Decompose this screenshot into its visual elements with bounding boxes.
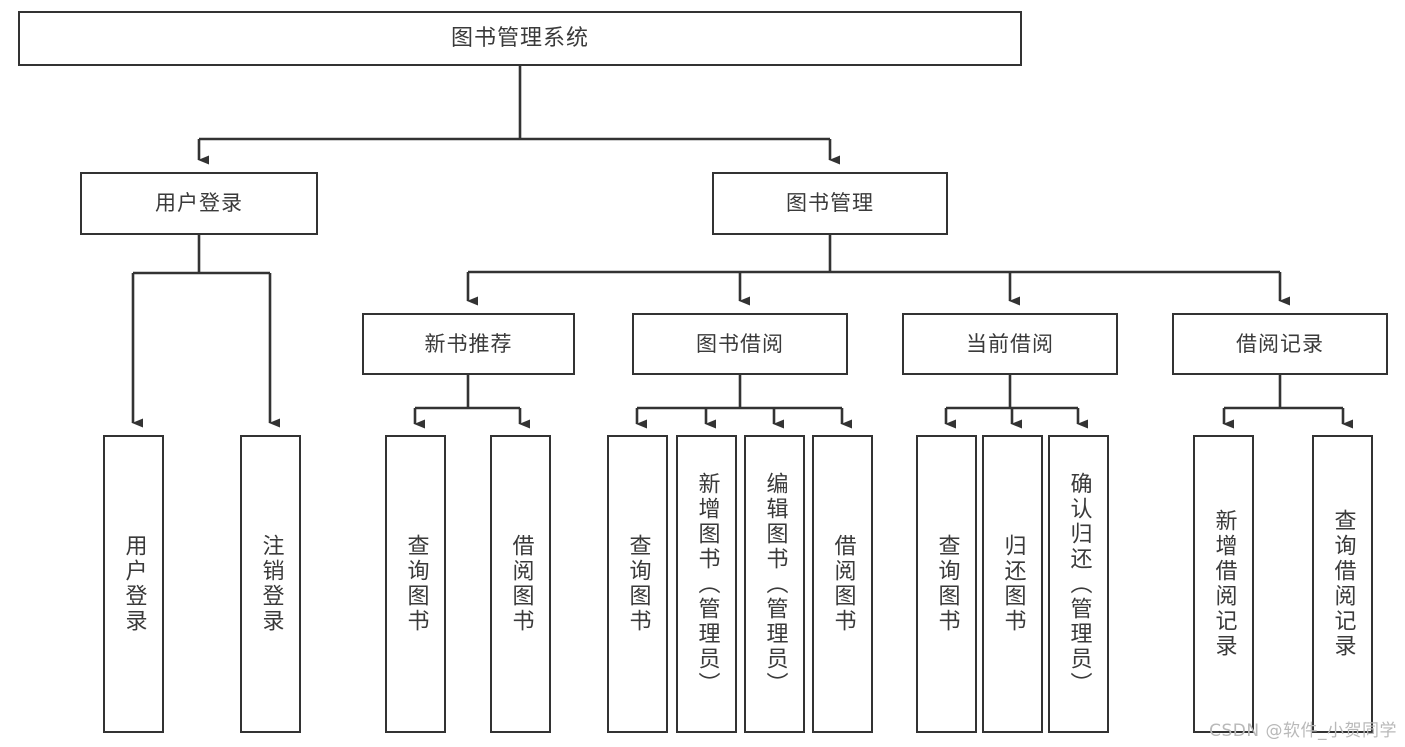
leaf-current-borrow-3-label: 确认归还（管理员） [1066, 471, 1092, 697]
node-current-borrow[interactable]: 当前借阅 [902, 313, 1118, 375]
node-new-book-recommend[interactable]: 新书推荐 [362, 313, 575, 375]
node-borrow-record[interactable]: 借阅记录 [1172, 313, 1388, 375]
leaf-user-login-2[interactable]: 注销登录 [240, 435, 301, 733]
leaf-current-borrow-1[interactable]: 查询图书 [916, 435, 977, 733]
leaf-borrow-record-1-label: 新增借阅记录 [1211, 509, 1237, 659]
leaf-current-borrow-2[interactable]: 归还图书 [982, 435, 1043, 733]
leaf-book-borrow-3-label: 编辑图书（管理员） [762, 471, 788, 697]
leaf-book-borrow-1-label: 查询图书 [625, 534, 651, 634]
leaf-user-login-1[interactable]: 用户登录 [103, 435, 164, 733]
node-book-borrow[interactable]: 图书借阅 [632, 313, 848, 375]
node-root[interactable]: 图书管理系统 [18, 11, 1022, 66]
node-root-label: 图书管理系统 [450, 25, 589, 51]
leaf-new-book-2[interactable]: 借阅图书 [490, 435, 551, 733]
leaf-current-borrow-3[interactable]: 确认归还（管理员） [1048, 435, 1109, 733]
leaf-new-book-1[interactable]: 查询图书 [385, 435, 446, 733]
node-borrow-record-label: 借阅记录 [1236, 331, 1324, 356]
node-book-borrow-label: 图书借阅 [696, 331, 784, 356]
leaf-user-login-1-label: 用户登录 [121, 534, 147, 634]
leaf-book-borrow-4[interactable]: 借阅图书 [812, 435, 873, 733]
leaf-current-borrow-2-label: 归还图书 [1000, 534, 1026, 634]
leaf-new-book-2-label: 借阅图书 [508, 534, 534, 634]
node-user-login-label: 用户登录 [155, 191, 243, 216]
leaf-book-borrow-2[interactable]: 新增图书（管理员） [676, 435, 737, 733]
leaf-borrow-record-2-label: 查询借阅记录 [1330, 509, 1356, 659]
leaf-current-borrow-1-label: 查询图书 [934, 534, 960, 634]
leaf-new-book-1-label: 查询图书 [403, 534, 429, 634]
node-user-login[interactable]: 用户登录 [80, 172, 318, 235]
node-new-book-recommend-label: 新书推荐 [424, 331, 513, 356]
watermark: CSDN @软件_小贺同学 [1209, 721, 1397, 741]
leaf-book-borrow-4-label: 借阅图书 [830, 534, 856, 634]
leaf-book-borrow-2-label: 新增图书（管理员） [694, 471, 720, 697]
leaf-borrow-record-2[interactable]: 查询借阅记录 [1312, 435, 1373, 733]
leaf-user-login-2-label: 注销登录 [258, 534, 284, 634]
leaf-borrow-record-1[interactable]: 新增借阅记录 [1193, 435, 1254, 733]
leaf-book-borrow-1[interactable]: 查询图书 [607, 435, 668, 733]
leaf-book-borrow-3[interactable]: 编辑图书（管理员） [744, 435, 805, 733]
node-current-borrow-label: 当前借阅 [966, 331, 1054, 356]
node-book-manage-label: 图书管理 [786, 191, 874, 216]
node-book-manage[interactable]: 图书管理 [712, 172, 948, 235]
